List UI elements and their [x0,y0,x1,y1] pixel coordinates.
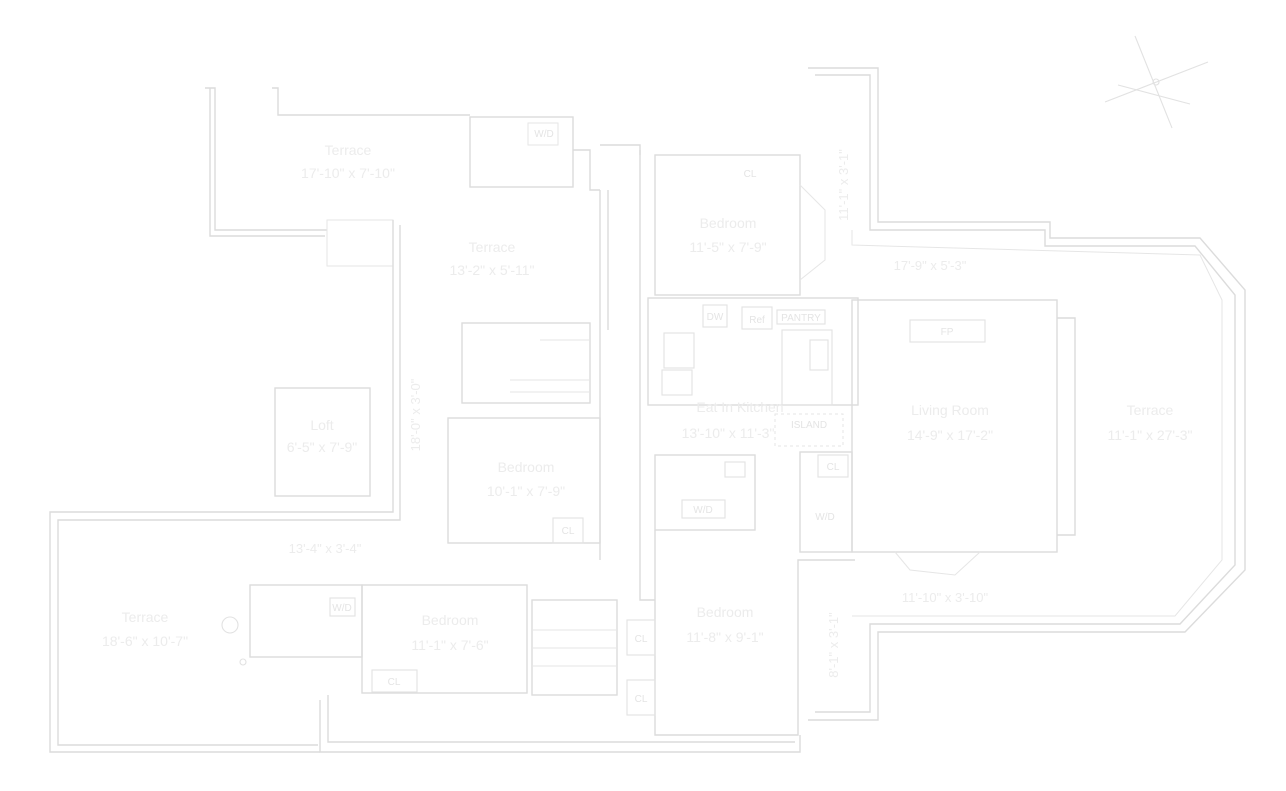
room-size: 10'-1" x 7'-9" [487,483,565,499]
fixture-closet: CL [388,677,401,688]
room-size: 11'-1" x 7'-6" [411,637,488,653]
dimension-vertical-ne: 11'-1" x 3'-1" [836,149,851,221]
room-name: Terrace [469,239,516,255]
fixture-dishwasher: DW [707,312,724,323]
walls [49,67,1246,753]
room-name: Terrace [325,142,372,158]
room-bedroom-north: Bedroom 11'-5" x 7'-9" [689,215,766,255]
fixture-washer-dryer: W/D [693,505,712,516]
room-size: 17'-10" x 7'-10" [301,165,395,181]
room-eat-in-kitchen: Eat In Kitchen 13'-10" x 11'-3" [682,399,784,441]
room-size: 14'-9" x 17'-2" [907,427,993,443]
fixture-washer-dryer: W/D [534,129,553,140]
room-bedroom-sw: Bedroom 11'-1" x 7'-6" [411,612,488,653]
room-loft: Loft 6'-5" x 7'-9" [287,417,358,455]
fixture-pantry: PANTRY [781,313,821,324]
fixture-closet: CL [635,634,648,645]
compass-icon [1104,35,1209,129]
dimension-vertical-se: 8'-1" x 3'-1" [826,612,841,678]
fixture-closet: CL [744,169,757,180]
room-size: 11'-1" x 27'-3" [1107,427,1192,443]
dimension-south-strip: 11'-10" x 3'-10" [902,590,989,605]
room-size: 11'-5" x 7'-9" [689,239,766,255]
room-name: Eat In Kitchen [696,399,783,415]
room-size: 6'-5" x 7'-9" [287,439,358,455]
room-size: 13'-10" x 11'-3" [682,425,775,441]
fixture-fireplace: FP [941,327,954,338]
room-size: 13'-2" x 5'-11" [449,262,534,278]
room-size: 18'-6" x 10'-7" [102,633,188,649]
fixture-closet: CL [827,462,840,473]
fixture-closet: CL [562,526,575,537]
room-name: Terrace [122,609,169,625]
room-name: Bedroom [422,612,479,628]
dimension-north-strip: 17'-9" x 5'-3" [894,258,967,273]
fixture-washer-dryer: W/D [815,512,834,523]
room-name: Loft [310,417,333,433]
dimension-mid-west-strip: 13'-4" x 3'-4" [289,541,362,556]
room-bedroom-south: Bedroom 11'-8" x 9'-1" [686,604,763,645]
room-name: Bedroom [700,215,757,231]
fixture-refrigerator: Ref [749,315,765,326]
room-name: Terrace [1127,402,1174,418]
room-terrace-east: Terrace 11'-1" x 27'-3" [1107,402,1192,443]
room-bedroom-center: Bedroom 10'-1" x 7'-9" [487,459,565,499]
room-name: Living Room [911,402,989,418]
room-terrace-mid: Terrace 13'-2" x 5'-11" [449,239,534,278]
room-terrace-nw: Terrace 17'-10" x 7'-10" [301,142,395,181]
room-name: Bedroom [697,604,754,620]
fixture-washer-dryer: W/D [332,603,351,614]
room-living-room: Living Room 14'-9" x 17'-2" [907,402,993,443]
dimension-vertical-loft: 18'-0" x 3'-0" [408,378,423,451]
room-terrace-sw: Terrace 18'-6" x 10'-7" [102,609,188,649]
room-name: Bedroom [498,459,555,475]
fixture-island: ISLAND [791,420,827,431]
fixture-closet: CL [635,694,648,705]
room-size: 11'-8" x 9'-1" [686,629,763,645]
